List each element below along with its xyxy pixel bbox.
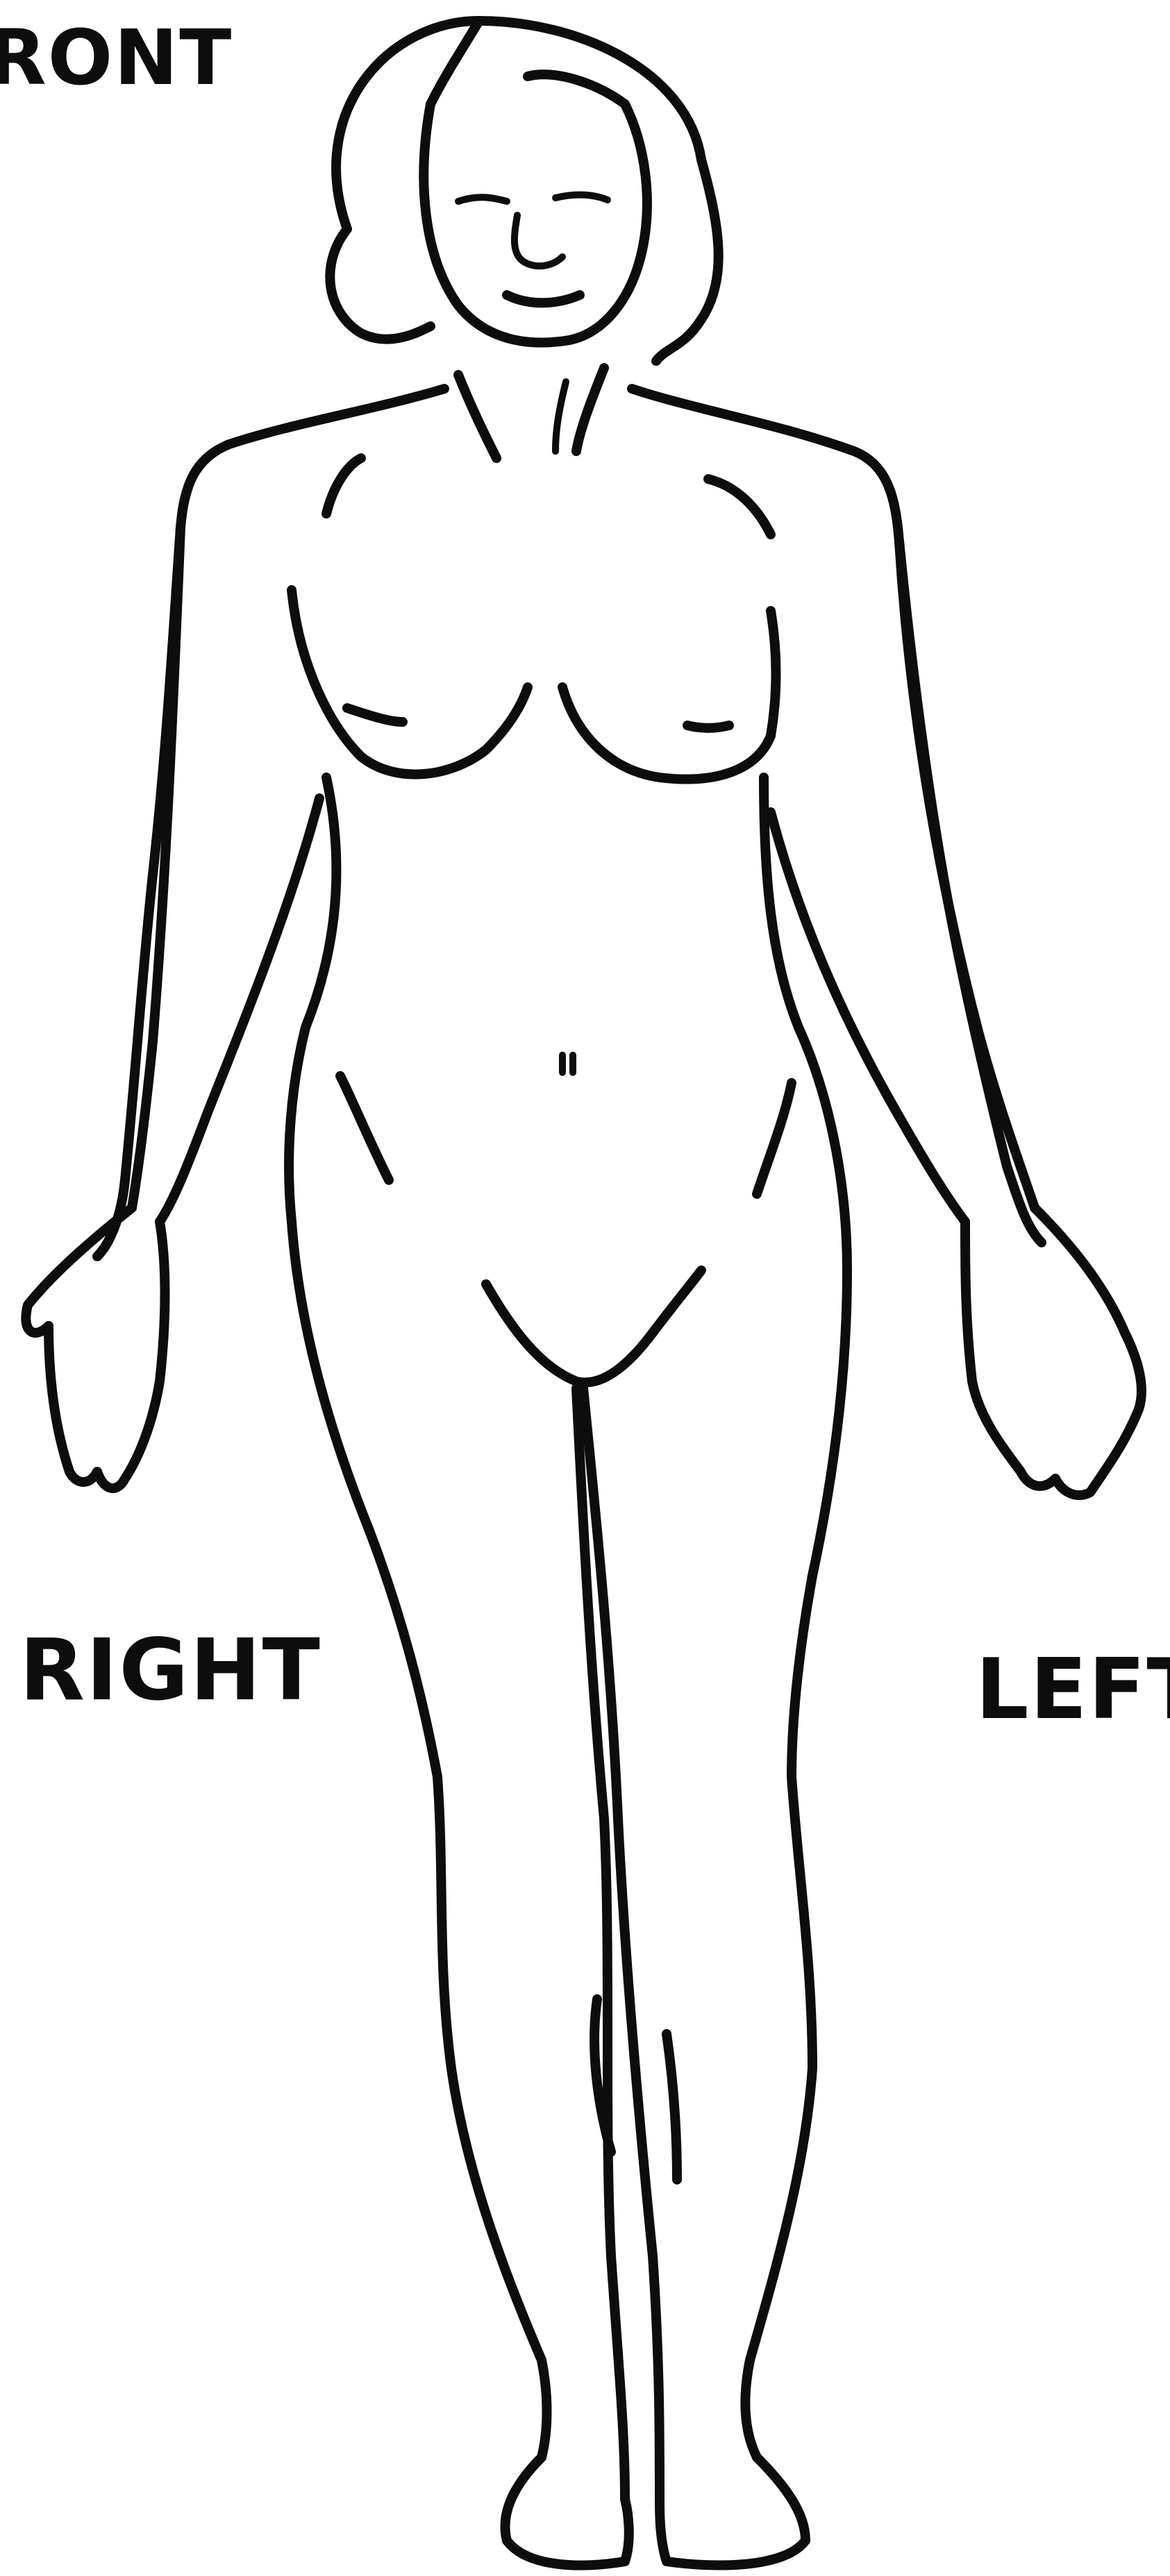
torso-outline-right: [97, 389, 444, 1256]
eye-left: [458, 197, 507, 201]
neck-line-center: [555, 382, 566, 451]
nipple-right: [347, 708, 403, 722]
hair-outline: [330, 21, 718, 361]
clavicle-left: [708, 479, 771, 534]
nose: [515, 215, 562, 266]
view-label-front: RONT: [0, 19, 233, 96]
hip-mark-left: [757, 1083, 792, 1194]
arm-left-inner: [771, 812, 965, 1222]
neck-line-right: [458, 375, 496, 458]
hand-left: [965, 1208, 1142, 1495]
neck-line-left: [576, 368, 604, 451]
torso-outline-left: [632, 389, 1042, 1243]
chest-right: [292, 590, 528, 774]
outer-leg-right: [437, 1777, 547, 2457]
chest-left: [562, 611, 776, 780]
hand-right: [26, 1208, 165, 1488]
clavicle-right: [326, 458, 361, 514]
arm-left-outer: [899, 541, 1035, 1208]
foot-right: [505, 2457, 628, 2566]
mouth: [507, 295, 580, 303]
nipple-left: [687, 725, 729, 728]
arm-right-inner: [160, 798, 319, 1222]
navel: [562, 1055, 573, 1072]
side-label-right: RIGHT: [19, 1628, 321, 1712]
hip-mark-right: [340, 1076, 389, 1180]
side-label-left: LEFT: [976, 1649, 1170, 1732]
inner-leg-left: [583, 1388, 660, 2499]
knee-left: [667, 2034, 677, 2180]
outer-leg-left: [745, 1777, 812, 2457]
pelvis-line: [486, 1270, 701, 1383]
eye-right: [555, 195, 608, 200]
foot-left: [660, 2457, 805, 2566]
